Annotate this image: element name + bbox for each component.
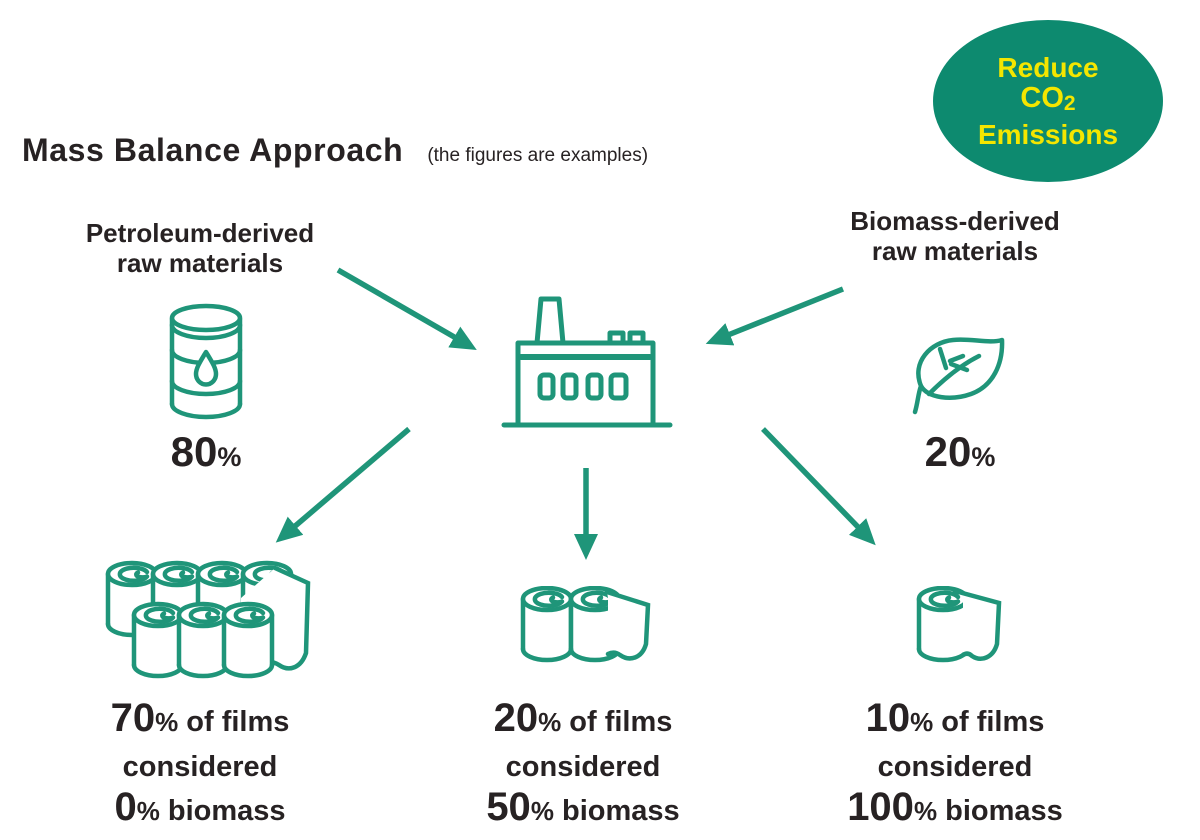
biomass-label: Biomass-derived raw materials xyxy=(850,206,1060,266)
badge-line-co2: CO2 xyxy=(1020,82,1076,116)
product-label-70: 70% of films considered 0% biomass xyxy=(110,696,290,829)
petroleum-share-value: 80% xyxy=(170,428,242,475)
product-label-20: 20% of films considered 50% biomass xyxy=(486,696,680,829)
arrow-factory-to-films-10 xyxy=(761,427,876,546)
title-row: Mass Balance Approach (the figures are e… xyxy=(22,132,648,169)
page-title: Mass Balance Approach xyxy=(22,132,404,168)
arrow-petroleum-to-factory xyxy=(336,267,477,350)
arrow-biomass-to-factory xyxy=(705,286,845,346)
badge-line-emissions: Emissions xyxy=(977,119,1119,150)
badge-line-reduce: Reduce xyxy=(997,52,1099,83)
film-rolls-70-icon xyxy=(95,558,311,682)
factory-icon xyxy=(501,296,673,428)
film-rolls-20-icon xyxy=(520,586,651,664)
petroleum-label: Petroleum-derived raw materials xyxy=(85,218,315,278)
biomass-share-value: 20% xyxy=(924,428,996,475)
reduce-co2-badge: Reduce CO2 Emissions xyxy=(933,20,1163,182)
oil-barrel-icon xyxy=(169,303,243,420)
film-roll-10-icon xyxy=(915,586,1002,680)
page-subtitle: (the figures are examples) xyxy=(427,145,649,166)
product-label-10: 10% of films considered 100% biomass xyxy=(847,696,1063,829)
arrow-factory-to-films-70 xyxy=(275,426,411,543)
leaf-icon xyxy=(912,337,1005,415)
